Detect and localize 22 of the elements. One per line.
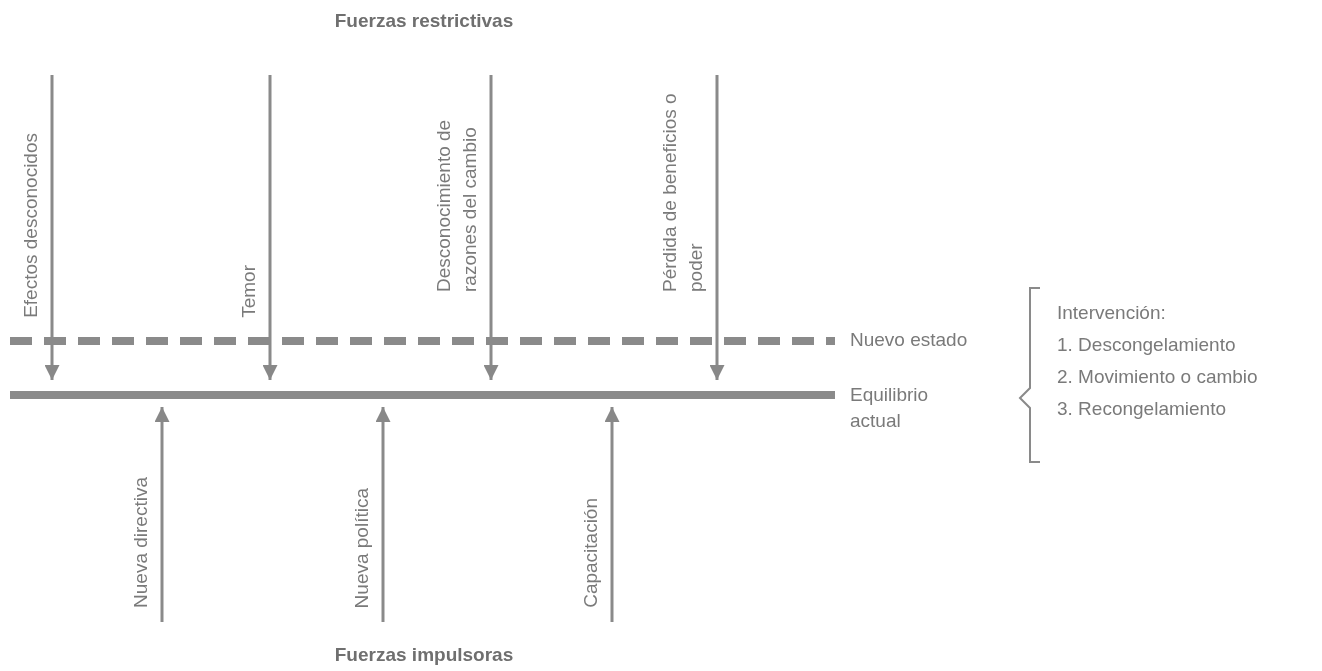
state-label: Nuevo estado [850, 328, 969, 352]
arrow [154, 407, 170, 622]
step-item: 2. Movimiento o cambio [1057, 365, 1258, 389]
arrow [604, 407, 620, 622]
arrow [375, 407, 391, 622]
force-label: Capacitación [579, 498, 602, 608]
force-label: Nueva directiva [129, 477, 152, 608]
arrow [44, 75, 60, 380]
force-label: Desconocimiento de razones del cambio [432, 118, 481, 292]
force-label: Pérdida de beneficios o poder [658, 92, 707, 292]
group-heading: Fuerzas impulsoras [334, 643, 514, 667]
step-item: 1. Descongelamiento [1057, 333, 1236, 357]
state-label: Equilibrio actual [850, 383, 930, 433]
step-item: 3. Recongelamiento [1057, 397, 1226, 421]
intervention-heading: Intervención: [1057, 301, 1166, 325]
arrow [709, 75, 725, 380]
arrow [262, 75, 278, 380]
force-label: Efectos desconocidos [19, 133, 42, 318]
group-heading: Fuerzas restrictivas [334, 9, 514, 33]
arrow [483, 75, 499, 380]
force-label: Temor [237, 265, 260, 318]
force-label: Nueva política [350, 487, 373, 608]
